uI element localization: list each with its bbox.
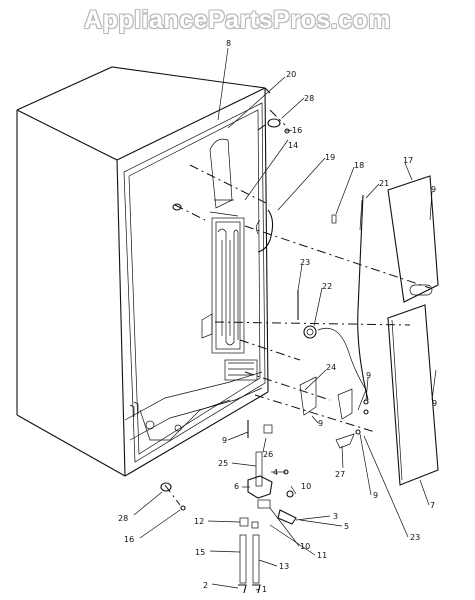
callout-22: 22 — [322, 282, 332, 291]
callout-28: 28 — [304, 94, 314, 103]
callout-18: 18 — [354, 161, 364, 170]
callout-11: 11 — [317, 551, 327, 560]
cabinet — [16, 66, 271, 477]
callout-13: 13 — [279, 562, 289, 571]
panels — [387, 175, 439, 486]
callout-23: 23 — [300, 258, 310, 267]
callout-28: 28 — [118, 514, 128, 523]
callout-12: 12 — [194, 517, 204, 526]
callout-4: 4 — [273, 468, 278, 477]
callout-3: 3 — [333, 512, 338, 521]
callout-16: 16 — [292, 126, 302, 135]
callout-9: 9 — [432, 399, 437, 408]
callout-25: 25 — [218, 459, 228, 468]
callout-26: 26 — [263, 450, 273, 459]
callout-21: 21 — [379, 179, 389, 188]
tubing — [256, 194, 369, 411]
callout-20: 20 — [286, 70, 296, 79]
callout-19: 19 — [325, 153, 335, 162]
watermark: AppliancePartsPros.com — [84, 6, 391, 34]
callout-10: 10 — [301, 482, 311, 491]
callout-17: 17 — [403, 156, 413, 165]
callout-6: 6 — [234, 482, 239, 491]
callout-labels: 8 20 28 16 14 19 18 17 21 9 23 22 24 9 9… — [118, 39, 437, 594]
callout-9: 9 — [318, 419, 323, 428]
callout-9: 9 — [222, 436, 227, 445]
callout-27: 27 — [335, 470, 345, 479]
callout-7: 7 — [430, 501, 435, 510]
callout-9: 9 — [373, 491, 378, 500]
callout-leaders — [133, 47, 437, 591]
callout-23: 23 — [410, 533, 420, 542]
callout-8: 8 — [226, 39, 231, 48]
leader-dashes — [164, 109, 431, 506]
callout-14: 14 — [288, 141, 298, 150]
callout-16: 16 — [124, 535, 134, 544]
callout-10: 10 — [300, 542, 310, 551]
callout-5: 5 — [344, 522, 349, 531]
hardware — [160, 118, 369, 594]
callout-15: 15 — [195, 548, 205, 557]
callout-24: 24 — [326, 363, 336, 372]
evaporator — [201, 138, 258, 381]
callout-9: 9 — [431, 185, 436, 194]
callout-1: 1 — [262, 585, 267, 594]
callout-9: 9 — [366, 371, 371, 380]
callout-2: 2 — [203, 581, 208, 590]
